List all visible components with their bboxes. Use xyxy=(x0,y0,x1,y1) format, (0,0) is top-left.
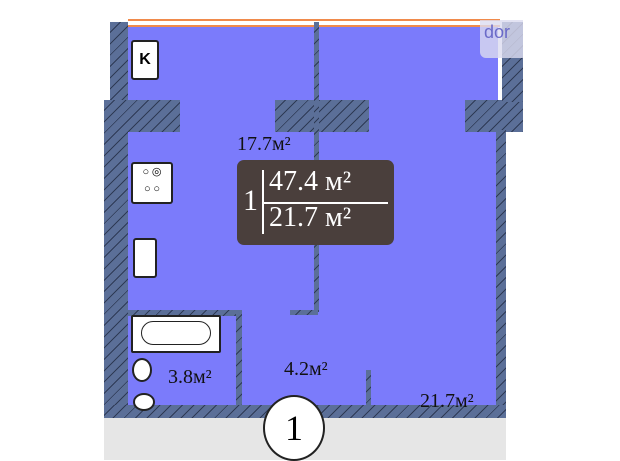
toilet-icon xyxy=(133,393,155,411)
bathroom-partition-h xyxy=(128,310,236,316)
sink-icon xyxy=(133,238,157,278)
left-pier xyxy=(104,100,180,132)
bathroom-partition-v xyxy=(236,310,242,405)
left-wall-upper xyxy=(110,22,128,102)
right-pier xyxy=(465,100,523,132)
hall-area-label: 4.2м² xyxy=(284,358,328,380)
hall-partition-v xyxy=(366,370,371,405)
hall-partition-h xyxy=(290,310,318,315)
bathtub-icon xyxy=(131,315,221,353)
living-room-area-label: 21.7м² xyxy=(420,390,474,412)
washbasin-icon xyxy=(132,358,152,382)
stove-icon: ○ ◎○ ○ xyxy=(131,162,173,204)
middle-pier xyxy=(275,100,369,132)
apartment-summary-badge: 1 47.4 м² 21.7 м² xyxy=(237,160,394,245)
section-number-circle: 1 xyxy=(263,395,325,461)
right-wall-lower xyxy=(496,130,506,418)
kitchen-marker: K xyxy=(131,40,159,80)
total-area: 47.4 м² xyxy=(269,166,352,197)
apartment-number: 1 xyxy=(243,184,258,217)
kitchen-area-label: 17.7м² xyxy=(237,133,291,155)
living-area: 21.7 м² xyxy=(269,202,352,233)
badge-divider-h xyxy=(262,202,388,204)
left-wall-lower xyxy=(104,100,128,418)
watermark: dor xyxy=(480,20,523,58)
bathroom-area-label: 3.8м² xyxy=(168,366,212,388)
